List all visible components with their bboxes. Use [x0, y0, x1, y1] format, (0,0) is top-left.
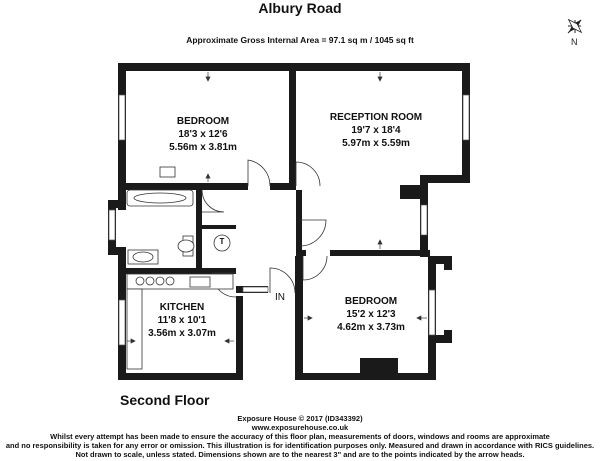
tank-icon: [213, 234, 231, 252]
room-reception: RECEPTION ROOM 19'7 x 18'4 5.97m x 5.59m: [313, 111, 439, 150]
floor-label: Second Floor: [120, 392, 210, 408]
fireplace: [360, 358, 398, 373]
footer-disclaimer-1: Whilst every attempt has been made to en…: [50, 432, 550, 441]
room-size-imperial: 15'2 x 12'3: [346, 309, 396, 320]
wall-bedroom-reception: [289, 63, 296, 183]
footer-website: www.exposurehouse.co.uk: [251, 423, 349, 432]
room-size-metric: 5.97m x 5.59m: [342, 138, 410, 149]
cupboard-label: T: [219, 237, 225, 246]
room-size-metric: 3.56m x 3.07m: [148, 328, 216, 339]
sink-bedroom: [159, 166, 176, 178]
window-bathroom: [108, 209, 116, 241]
window-bedroom-1: [118, 94, 126, 141]
kitchen-sink: [189, 276, 211, 288]
windows: [108, 94, 470, 346]
door-reception: [295, 161, 321, 187]
door-hall-cupboard: [299, 219, 327, 247]
door-bathroom: [201, 189, 225, 213]
dimension-arrows: [127, 72, 427, 344]
footer-disclaimer-2: and no responsibility is taken for any e…: [5, 441, 595, 450]
door-bedroom-1: [247, 159, 271, 187]
plan-title: Albury Road: [258, 0, 342, 16]
room-name: BEDROOM: [176, 116, 230, 127]
gross-area-text: Approximate Gross Internal Area = 97.1 s…: [186, 35, 414, 45]
window-bedroom-2: [428, 289, 436, 336]
door-entrance: [269, 267, 296, 294]
footer-disclaimer-3: Not drawn to scale, unless stated. Dimen…: [75, 450, 525, 459]
toilet-bowl: [177, 239, 195, 253]
room-size-imperial: 19'7 x 18'4: [351, 125, 401, 136]
worktop-left: [126, 288, 143, 370]
room-size-imperial: 11'8 x 10'1: [157, 315, 207, 326]
window-reception: [462, 94, 470, 141]
footer-copyright: Exposure House © 2017 (ID343392): [237, 414, 363, 423]
room-size-metric: 4.62m x 3.73m: [337, 322, 405, 333]
window-kitchen: [118, 299, 126, 346]
compass-north-label: N: [571, 37, 578, 47]
room-name: RECEPTION ROOM: [329, 112, 423, 123]
room-size-imperial: 18'3 x 12'6: [178, 129, 228, 140]
fixtures: [126, 166, 234, 370]
room-bedroom-1: BEDROOM 18'3 x 12'6 5.56m x 3.81m: [148, 115, 258, 154]
room-bedroom-2: BEDROOM 15'2 x 12'3 4.62m x 3.73m: [316, 295, 426, 334]
compass-icon: N: [567, 18, 583, 47]
entrance-label: IN: [275, 292, 285, 303]
entrance-threshold: [242, 286, 269, 293]
room-name: BEDROOM: [344, 296, 398, 307]
room-name: KITCHEN: [159, 302, 205, 313]
window-reception-bay: [420, 204, 428, 236]
room-kitchen: KITCHEN 11'8 x 10'1 3.56m x 3.07m: [128, 301, 236, 340]
door-bedroom-2: [302, 255, 328, 281]
room-size-metric: 5.56m x 3.81m: [169, 142, 237, 153]
chimney-breast: [400, 185, 420, 199]
